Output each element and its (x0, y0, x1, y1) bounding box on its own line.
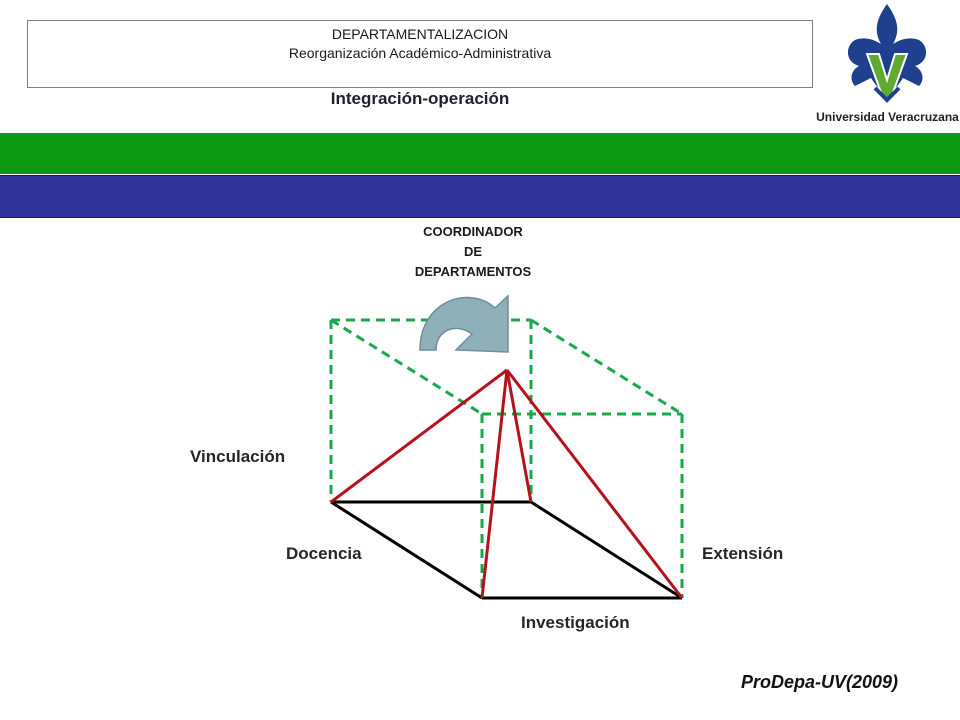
base-edge (530, 500, 683, 600)
label-docencia: Docencia (286, 544, 362, 563)
blue-band (0, 175, 960, 218)
cube-edge (330, 318, 483, 416)
pyramid-edge (330, 368, 508, 504)
pyramid-base (330, 500, 683, 600)
coordinator-line-2: DE (463, 244, 483, 259)
label-vinculacion: Vinculación (190, 447, 286, 466)
logo-fleur-icon (847, 4, 927, 96)
pyramid-edges (330, 368, 684, 599)
curved-arrow-icon (419, 294, 509, 353)
base-edge (330, 500, 483, 600)
credit-text: ProDepa-UV(2009) (740, 672, 898, 692)
logo-text: Universidad Veracruzana (816, 110, 959, 124)
pyramid-edge (505, 369, 533, 503)
coordinator-label: COORDINADOR DE DEPARTAMENTOS (373, 222, 573, 282)
page-subtitle: Integración-operación (330, 89, 510, 108)
pyramid-edge (505, 369, 684, 599)
title-box: DEPARTAMENTALIZACION Reorganización Acad… (27, 20, 813, 88)
dashed-cube (329, 318, 684, 598)
title-line-1: DEPARTAMENTALIZACION (331, 26, 509, 42)
university-logo (847, 4, 927, 103)
pyramid-edge (480, 369, 509, 599)
label-investigacion: Investigación (521, 613, 630, 632)
cube-edge (530, 318, 683, 416)
coordinator-line-1: COORDINADOR (423, 224, 523, 239)
label-extension: Extensión (702, 544, 784, 563)
title-line-2: Reorganización Académico-Administrativa (288, 45, 552, 61)
coordinator-line-3: DEPARTAMENTOS (414, 264, 532, 279)
green-band (0, 133, 960, 174)
